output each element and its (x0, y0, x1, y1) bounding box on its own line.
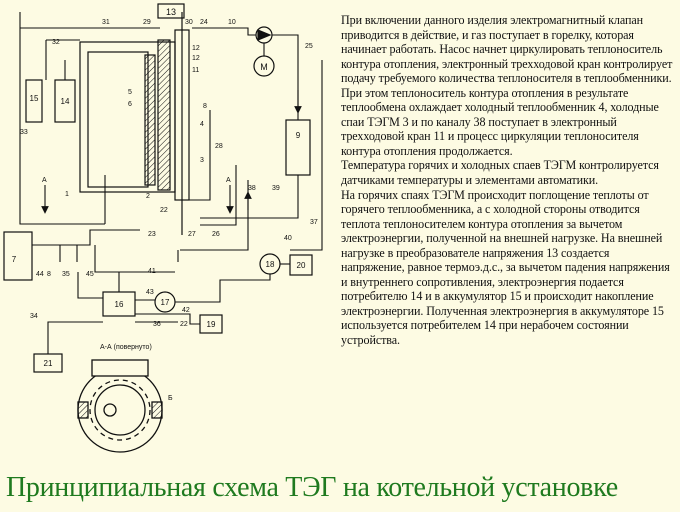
ref-label: 43 (146, 289, 154, 296)
section-view-aa (77, 359, 163, 453)
ref-label: Б (168, 395, 173, 402)
ref-label: 34 (30, 313, 38, 320)
component-label-20: 20 (297, 261, 306, 270)
block-20: 20 (289, 254, 313, 276)
accumulator-15: 15 (25, 79, 43, 123)
radiator-9: 9 (285, 119, 311, 176)
component-label-14: 14 (61, 97, 70, 106)
controller-16: 16 (102, 291, 136, 317)
component-label-17: 17 (161, 298, 170, 307)
ref-label: 45 (86, 271, 94, 278)
motor-label: M (260, 62, 268, 72)
ref-label: 42 (182, 307, 190, 314)
component-label-19: 19 (207, 320, 216, 329)
component-label-13: 13 (166, 7, 176, 17)
ref-label: 30 (185, 19, 193, 26)
valve-7: 7 (3, 231, 33, 281)
ref-label: 29 (143, 19, 151, 26)
ref-label: 1 (65, 191, 69, 198)
component-label-7: 7 (12, 255, 17, 264)
component-label-21: 21 (44, 359, 53, 368)
boiler-assembly (79, 12, 190, 235)
ref-label: 12 (192, 55, 200, 62)
ref-label: 32 (52, 39, 60, 46)
ref-label: 22 (160, 207, 168, 214)
teg-schematic-diagram: 13 15 14 M 9 7 18 20 (3, 3, 323, 453)
ref-label: 35 (62, 271, 70, 278)
sensor-18: 18 (259, 253, 281, 275)
ref-label: 27 (188, 231, 196, 238)
ref-label: 25 (305, 43, 313, 50)
ref-label: A (42, 177, 47, 184)
ref-label: 6 (128, 101, 132, 108)
ref-label: 22 (180, 321, 188, 328)
ref-label: 39 (272, 185, 280, 192)
ref-label: 23 (148, 231, 156, 238)
reference-labels: 31 29 30 24 10 32 25 12 12 11 5 6 33 8 4… (20, 19, 318, 402)
component-label-18: 18 (266, 260, 275, 269)
ref-label: 41 (148, 268, 156, 275)
ref-label: 24 (200, 19, 208, 26)
cold-exchanger (157, 39, 171, 191)
consumer-14: 14 (54, 79, 76, 123)
description-text: При включении данного изделия электромаг… (341, 13, 673, 348)
section-caption: А-А (повернуто) (100, 344, 152, 351)
slide-title: Принципиальная схема ТЭГ на котельной ус… (6, 472, 618, 503)
ref-label: 10 (228, 19, 236, 26)
component-label-9: 9 (296, 131, 301, 140)
ref-label: 26 (212, 231, 220, 238)
ref-label: 36 (153, 321, 161, 328)
ref-label: 44 (36, 271, 44, 278)
ref-label: 40 (284, 235, 292, 242)
ref-label: 4 (200, 121, 204, 128)
block-19: 19 (199, 314, 223, 334)
boiler-inner (87, 51, 149, 188)
ref-label: 5 (128, 89, 132, 96)
ref-label: 28 (215, 143, 223, 150)
ref-label: 8 (47, 271, 51, 278)
ref-label: 37 (310, 219, 318, 226)
converter-13: 13 (157, 3, 185, 19)
ref-label: 12 (192, 45, 200, 52)
component-label-16: 16 (115, 300, 124, 309)
ref-label: 38 (248, 185, 256, 192)
ref-label: 31 (102, 19, 110, 26)
ref-label: 33 (20, 129, 28, 136)
sensor-17: 17 (154, 291, 176, 313)
piping-lines (19, 12, 323, 354)
ref-label: 8 (203, 103, 207, 110)
hot-exchanger-hatch (144, 54, 156, 186)
ref-label: 2 (146, 193, 150, 200)
ref-label: 11 (192, 67, 199, 74)
ref-label: A (226, 177, 231, 184)
ref-label: 3 (200, 157, 204, 164)
block-21: 21 (33, 353, 63, 373)
component-label-15: 15 (30, 94, 39, 103)
